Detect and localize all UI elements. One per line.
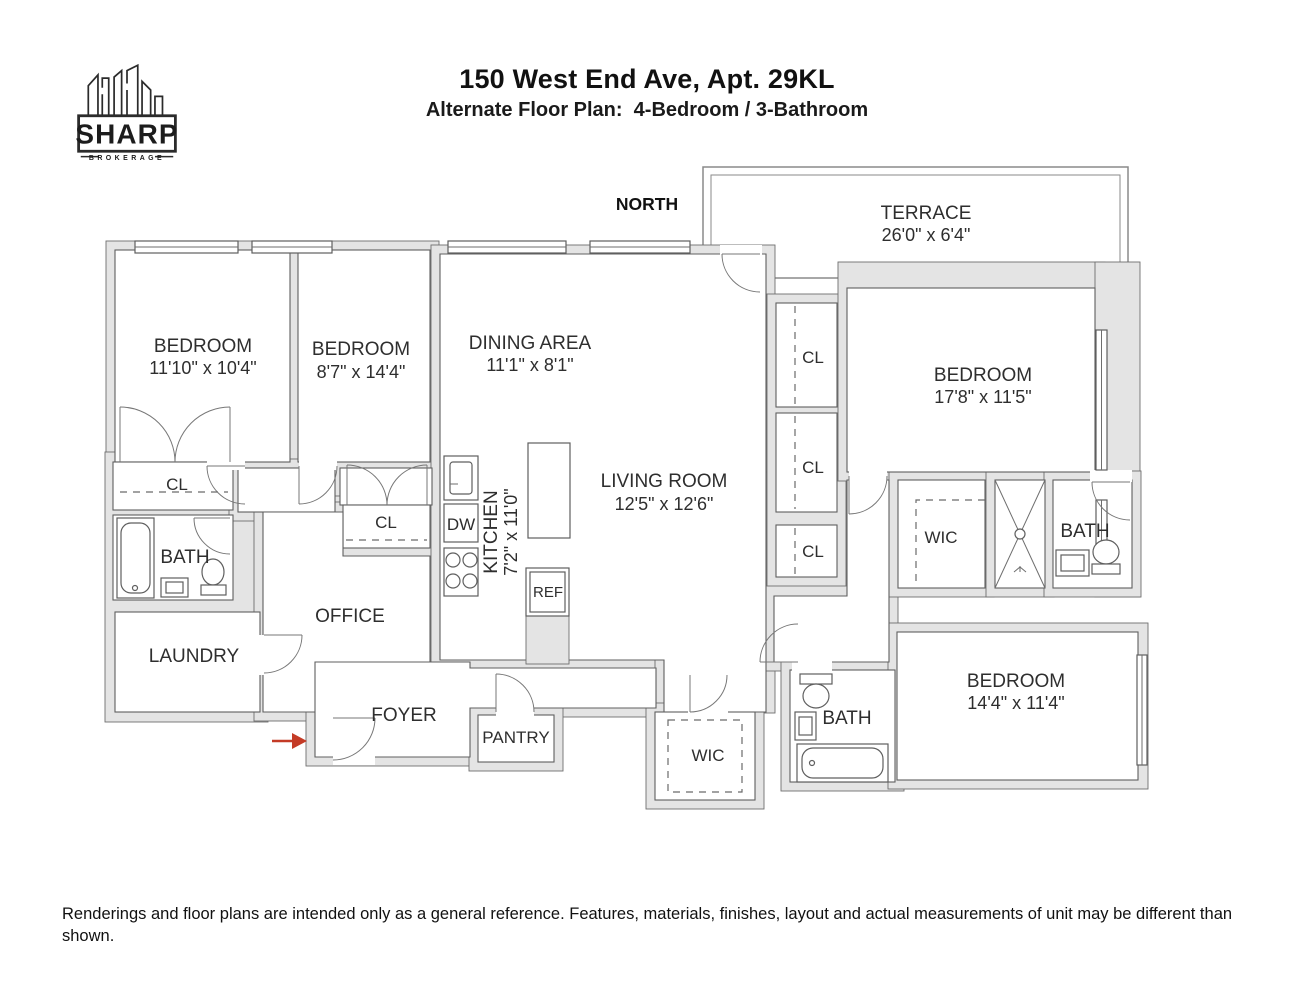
bedroom3-dims: 17'8" x 11'5"	[934, 387, 1031, 407]
refrigerator-label: REF	[533, 584, 563, 601]
north-label: NORTH	[616, 194, 678, 214]
toilet-icon	[1091, 539, 1121, 575]
room-wic-2	[654, 711, 756, 801]
windows	[134, 240, 1148, 766]
laundry-label: LAUNDRY	[149, 646, 240, 667]
logo-frame	[77, 114, 177, 153]
bathtub-icon	[796, 743, 889, 783]
living-dims: 12'5" x 12'6"	[615, 494, 714, 514]
skyline-icon	[87, 63, 164, 116]
page-subtitle: Alternate Floor Plan: 4-Bedroom / 3-Bath…	[425, 99, 869, 121]
page-title: 150 West End Ave, Apt. 29KL	[459, 64, 835, 94]
sink-icon	[160, 577, 189, 598]
bedroom2-dims: 8'7" x 14'4"	[317, 362, 406, 382]
entry-arrow-icon	[272, 733, 307, 749]
door-arcs	[119, 253, 1131, 761]
room-bedroom-1	[114, 249, 291, 463]
room-labels: NORTH TERRACE 26'0" x 6'4" BEDROOM 11'10…	[149, 194, 1110, 765]
bedroom3-label: BEDROOM	[934, 365, 1032, 386]
terrace-dims: 26'0" x 6'4"	[882, 225, 971, 245]
stove-icon	[443, 547, 479, 597]
bedroom4-label: BEDROOM	[967, 671, 1065, 692]
closet-1-label: CL	[802, 348, 824, 367]
room-bedroom-2	[297, 249, 431, 463]
sink-icon	[1055, 549, 1090, 577]
wic2-label: WIC	[691, 746, 724, 765]
toilet-icon	[799, 673, 833, 709]
kitchen-island	[527, 442, 571, 539]
window-top-2	[251, 240, 333, 254]
wic1-label: WIC	[924, 528, 957, 547]
window-right-bedroom4	[1136, 654, 1148, 766]
bath1-label: BATH	[160, 547, 209, 568]
refrigerator-icon	[525, 567, 570, 665]
closet-1	[775, 302, 838, 408]
kitchen-label: KITCHEN	[481, 490, 502, 573]
door-openings	[207, 245, 1132, 765]
bedroom2-label: BEDROOM	[312, 339, 410, 360]
window-right-bedroom3-a	[1095, 329, 1108, 471]
disclaimer-text: Renderings and floor plans are intended …	[62, 905, 1233, 945]
room-bedroom-3	[846, 287, 1096, 473]
office-label: OFFICE	[315, 606, 385, 627]
closet-3	[775, 524, 838, 578]
bath3-label: BATH	[822, 708, 871, 729]
bedroom4-dims: 14'4" x 11'4"	[967, 693, 1064, 713]
sink-icon	[794, 711, 817, 741]
bathtub-icon	[116, 517, 155, 599]
window-top-1	[134, 240, 239, 254]
closet-bedroom1-label: CL	[166, 475, 188, 494]
kitchen-sink-icon	[443, 455, 479, 501]
bedroom1-label: BEDROOM	[154, 336, 252, 357]
room-laundry	[114, 611, 261, 713]
closet-dashes	[120, 306, 985, 793]
foyer-label: FOYER	[371, 705, 436, 726]
window-top-3	[447, 240, 567, 254]
living-label: LIVING ROOM	[601, 471, 728, 492]
toilet-icon	[200, 558, 227, 596]
closet-2	[775, 412, 838, 513]
shower-icon	[994, 479, 1046, 589]
dining-dims: 11'1" x 8'1"	[486, 355, 573, 375]
room-wic-1	[897, 479, 986, 589]
hallway-bedrooms	[237, 467, 336, 513]
dishwasher-icon	[443, 503, 479, 543]
closet-2-label: CL	[802, 458, 824, 477]
bedroom1-dims: 11'10" x 10'4"	[149, 358, 256, 378]
kitchen-dims: 7'2" x 11'0"	[501, 488, 521, 575]
terrace-label: TERRACE	[881, 203, 972, 224]
dining-label: DINING AREA	[469, 333, 592, 354]
logo-tagline: BROKERAGE	[89, 155, 165, 162]
closet-bedroom2-label: CL	[375, 513, 397, 532]
dishwasher-label: DW	[447, 515, 475, 534]
room-pantry	[477, 714, 555, 763]
pantry-label: PANTRY	[482, 728, 549, 747]
bath2-label: BATH	[1060, 521, 1109, 542]
closet-3-label: CL	[802, 542, 824, 561]
sharp-brokerage-logo: SHARP BROKERAGE	[75, 63, 178, 162]
fixtures	[116, 442, 1121, 783]
hallway-closet	[339, 467, 433, 506]
window-top-4	[589, 240, 691, 254]
room-bedroom-4	[896, 631, 1139, 781]
logo-wordmark: SHARP	[75, 119, 178, 150]
